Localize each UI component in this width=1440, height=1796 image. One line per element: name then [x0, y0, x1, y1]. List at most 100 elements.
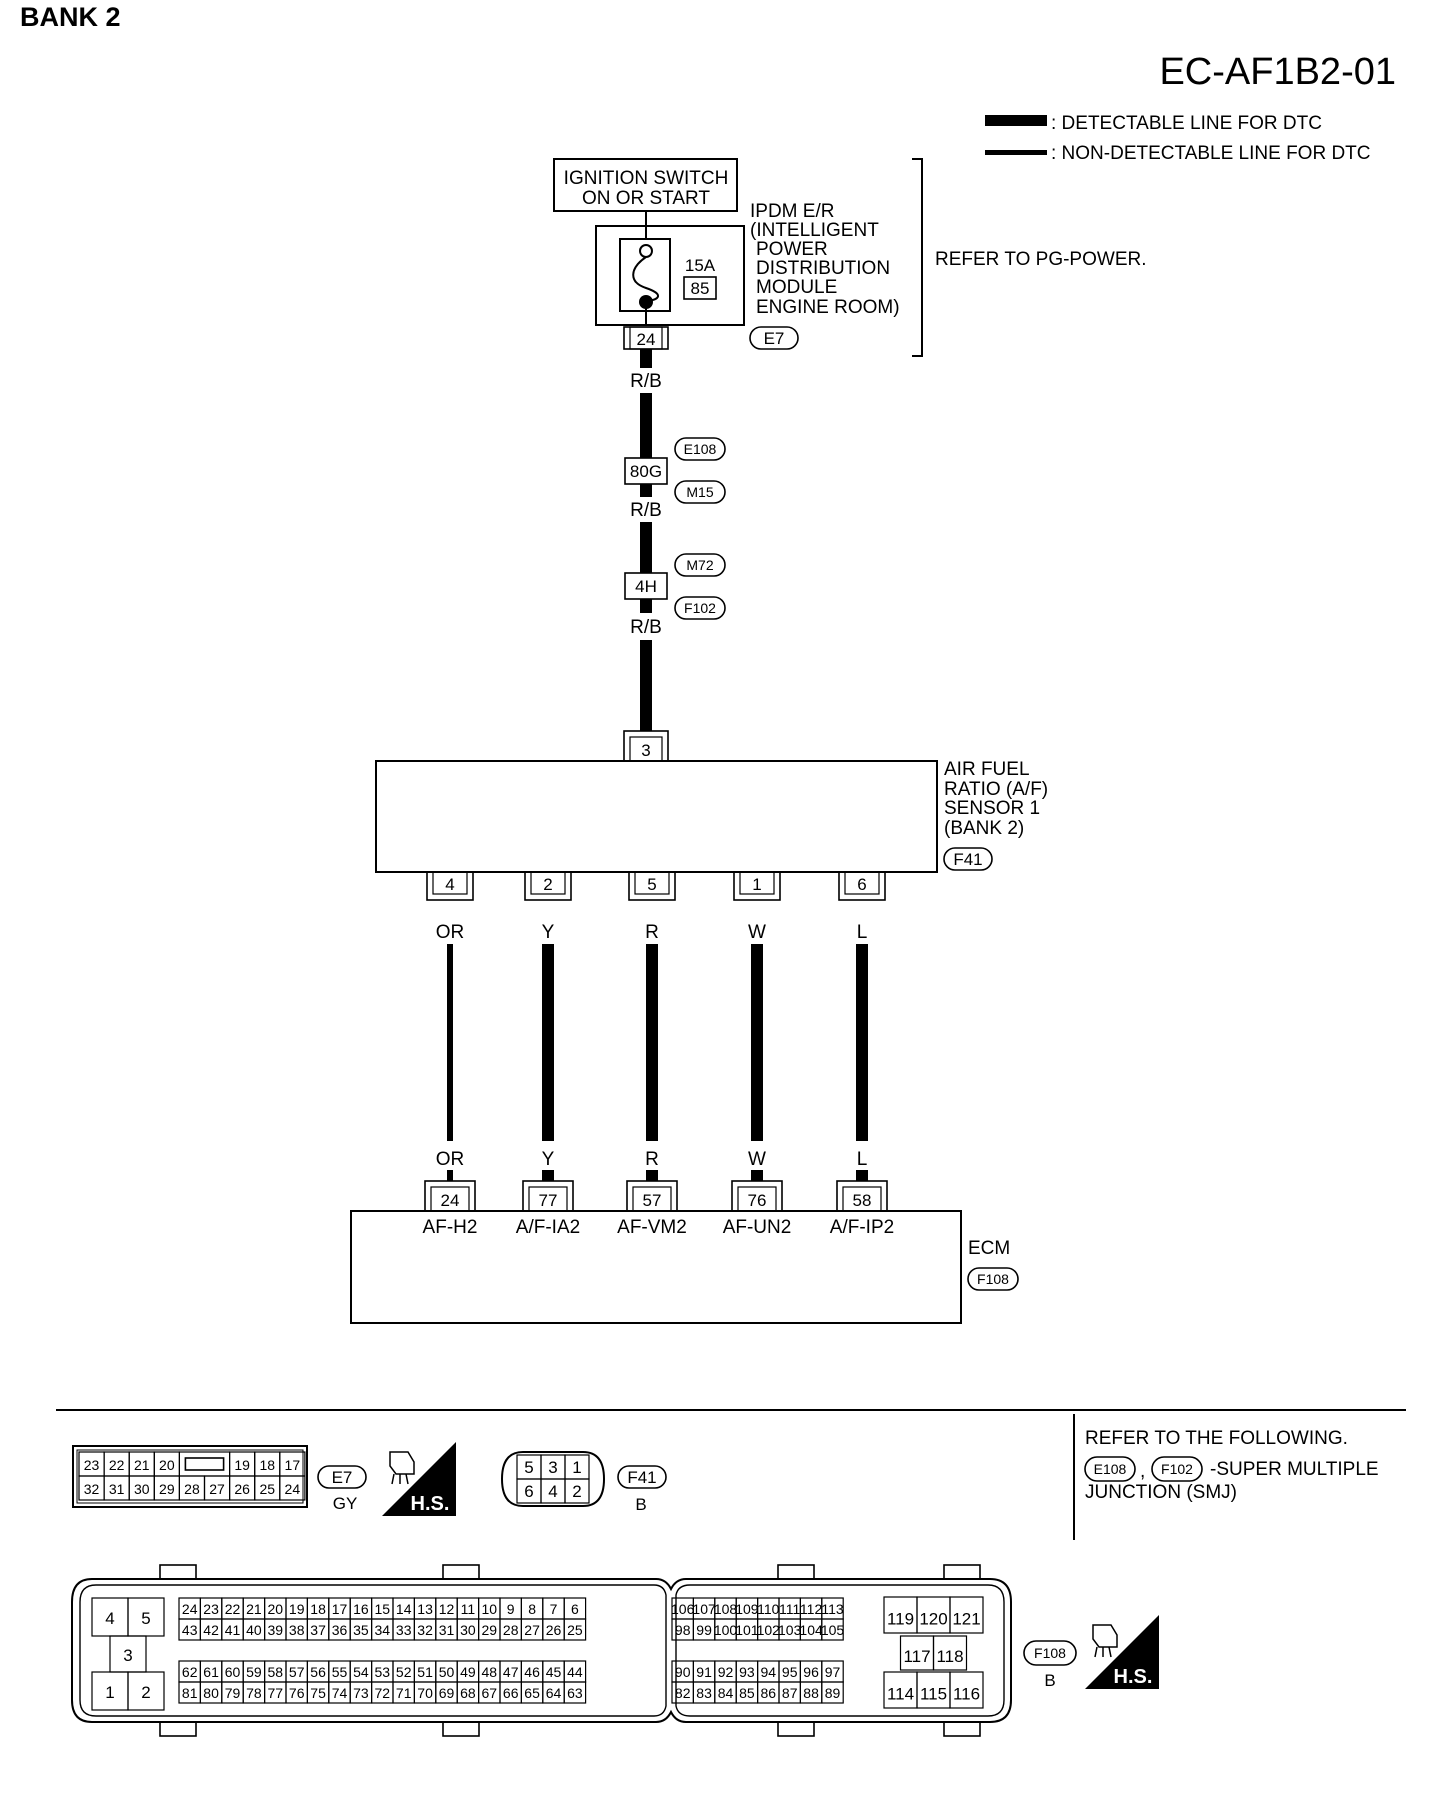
- pin-number: 51: [417, 1664, 433, 1680]
- pin-number: 46: [524, 1664, 540, 1680]
- pin-number: 50: [439, 1664, 455, 1680]
- pin-number: 23: [84, 1457, 100, 1473]
- ecm-terminal: 76: [748, 1191, 767, 1210]
- pin-number: 19: [289, 1601, 305, 1617]
- pin-cell: [563, 1681, 587, 1704]
- power-wire: R/B 80G E108 M15 R/B 4H M72 F102 R/B: [624, 349, 726, 731]
- ipdm-line-0: IPDM E/R: [750, 201, 834, 222]
- pin-number: 78: [246, 1685, 262, 1701]
- wire-color-bottom: OR: [436, 1149, 465, 1170]
- legend-non-detectable: : NON-DETECTABLE LINE FOR DTC: [1051, 143, 1371, 164]
- pin-number: 116: [953, 1684, 980, 1703]
- pin-number: 20: [159, 1457, 175, 1473]
- pin-number: 45: [546, 1664, 562, 1680]
- smj1-connector-bottom: M15: [686, 484, 713, 500]
- pin-number: 118: [936, 1647, 963, 1666]
- pin-number: 22: [109, 1457, 125, 1473]
- pin-number: 67: [482, 1685, 498, 1701]
- pin-number: 31: [109, 1481, 125, 1497]
- ecm-pin-label: AF-UN2: [723, 1217, 792, 1238]
- pin-number: 120: [919, 1609, 947, 1628]
- sensor-top-terminal: 3: [641, 741, 650, 760]
- pin-cell: [932, 1635, 968, 1671]
- sensor-terminal: 1: [752, 875, 761, 894]
- pin-number: 55: [332, 1664, 348, 1680]
- pin-number: 43: [182, 1622, 198, 1638]
- pin-cell: [178, 1451, 231, 1477]
- pin-number: 16: [353, 1601, 369, 1617]
- wire-segment: [646, 944, 658, 1141]
- pin-number: 86: [761, 1685, 777, 1701]
- wire-segment: [751, 944, 763, 1141]
- f41-color: B: [635, 1495, 646, 1514]
- pin-number: 109: [735, 1601, 759, 1617]
- pin-number: 66: [503, 1685, 519, 1701]
- af-sensor: 3 AIR FUEL RATIO (A/F) SENSOR 1 (BANK 2)…: [375, 730, 1048, 873]
- pin-number: 25: [567, 1622, 583, 1638]
- pin-number: 3: [548, 1458, 557, 1477]
- pin-number: 1: [105, 1683, 114, 1702]
- pin-number: 24: [182, 1601, 198, 1617]
- wire-color-top: L: [857, 922, 868, 943]
- detectable-line-sample: [985, 115, 1047, 126]
- pin-number: 88: [803, 1685, 819, 1701]
- pin-number: 30: [460, 1622, 476, 1638]
- pin-cell: [821, 1618, 844, 1641]
- smj2-connector-top: M72: [686, 557, 713, 573]
- hs-badge-icon: H.S.: [1085, 1615, 1159, 1689]
- ecm-pin-label: A/F-IP2: [830, 1217, 894, 1238]
- pin-number: 18: [310, 1601, 326, 1617]
- sensor-terminal-inner: [844, 871, 880, 895]
- wire-color-bottom: R: [645, 1149, 659, 1170]
- refer-bracket: [912, 158, 923, 357]
- pin-number: 76: [289, 1685, 305, 1701]
- pin-number: 33: [396, 1622, 412, 1638]
- pin-number: 60: [225, 1664, 241, 1680]
- ecm-terminal: 77: [539, 1191, 558, 1210]
- ipdm-line-3: DISTRIBUTION: [756, 258, 890, 279]
- pin-number: 17: [285, 1457, 301, 1473]
- ignition-line1: IGNITION SWITCH: [564, 168, 729, 189]
- pin-cell: [279, 1475, 306, 1501]
- key-slot: [184, 1457, 225, 1471]
- pin-number: 41: [225, 1622, 241, 1638]
- f108-name: F108: [1034, 1645, 1066, 1661]
- smj1-terminal: 80G: [630, 462, 662, 481]
- refer-smj-line2: JUNCTION (SMJ): [1085, 1482, 1237, 1503]
- wire-color-2: R/B: [630, 500, 662, 521]
- pin-number: 91: [696, 1664, 712, 1680]
- ipdm-line-1: (INTELLIGENT: [750, 220, 879, 241]
- pin-number: 70: [417, 1685, 433, 1701]
- ecm-terminal: 57: [643, 1191, 662, 1210]
- pin-number: 14: [396, 1601, 412, 1617]
- pin-number: 85: [739, 1685, 755, 1701]
- pin-number: 80: [203, 1685, 219, 1701]
- pin-number: 74: [332, 1685, 348, 1701]
- pin-number: 29: [482, 1622, 498, 1638]
- pin-number: 28: [503, 1622, 519, 1638]
- pin-number: 39: [268, 1622, 284, 1638]
- pin-number: 58: [268, 1664, 284, 1680]
- pin-number: 17: [332, 1601, 348, 1617]
- pin-number: 119: [887, 1609, 914, 1628]
- pin-number: 115: [920, 1684, 947, 1703]
- sensor-terminal: 6: [857, 875, 866, 894]
- ipdm-terminal: 24: [637, 330, 656, 349]
- pin-number: 103: [778, 1622, 802, 1638]
- pin-number: 20: [268, 1601, 284, 1617]
- pin-number: 19: [234, 1457, 250, 1473]
- pin-number: 61: [203, 1664, 219, 1680]
- pin-number: 53: [375, 1664, 391, 1680]
- pin-number: 40: [246, 1622, 262, 1638]
- pin-number: 113: [821, 1601, 844, 1617]
- smj2-connector-bottom: F102: [684, 600, 716, 616]
- ipdm-line-2: POWER: [756, 239, 828, 260]
- wire-stub: [856, 1170, 868, 1181]
- pin-number: 1: [572, 1458, 581, 1477]
- pin-number: 42: [203, 1622, 219, 1638]
- pin-number: 27: [524, 1622, 540, 1638]
- pin-number: 71: [396, 1685, 412, 1701]
